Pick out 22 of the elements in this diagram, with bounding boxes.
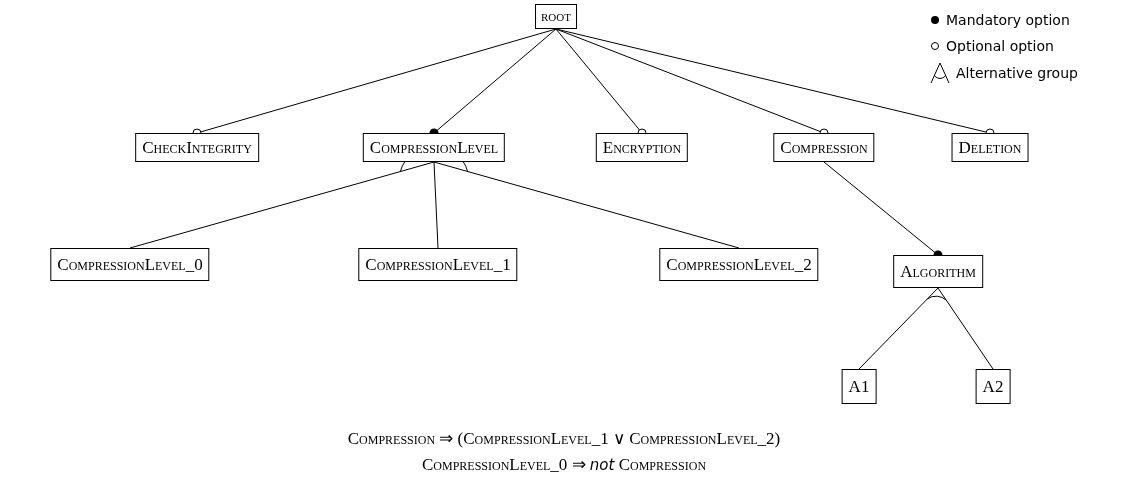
legend-label: Optional option	[946, 38, 1054, 54]
feature-box: Deletion	[951, 133, 1029, 162]
connector-line	[129, 161, 435, 249]
connector-line	[433, 161, 740, 249]
feature-box: Compression	[773, 133, 875, 162]
legend-label: Mandatory option	[946, 12, 1070, 28]
feature-box: CompressionLevel_0	[50, 248, 210, 281]
connector-line	[858, 287, 939, 370]
feature-box: CheckIntegrity	[135, 133, 259, 162]
feature-box: A2	[975, 369, 1011, 404]
legend-label: Alternative group	[956, 65, 1078, 81]
constraint-formula: CompressionLevel_0 ⇒ not Compression	[421, 454, 707, 475]
feature-box: CompressionLevel	[362, 133, 506, 162]
feature-box: CompressionLevel_1	[358, 248, 518, 281]
feature-box: Encryption	[595, 133, 689, 162]
feature-box: root	[535, 4, 577, 29]
feature-box: CompressionLevel_2	[659, 248, 819, 281]
feature-box: A1	[841, 369, 877, 404]
connector-line	[937, 287, 994, 370]
constraint-formula: Compression ⇒ (CompressionLevel_1 ∨ CompressionLevel_2)	[347, 428, 781, 449]
connector-line	[433, 161, 439, 249]
feature-box: Algorithm	[893, 255, 983, 288]
